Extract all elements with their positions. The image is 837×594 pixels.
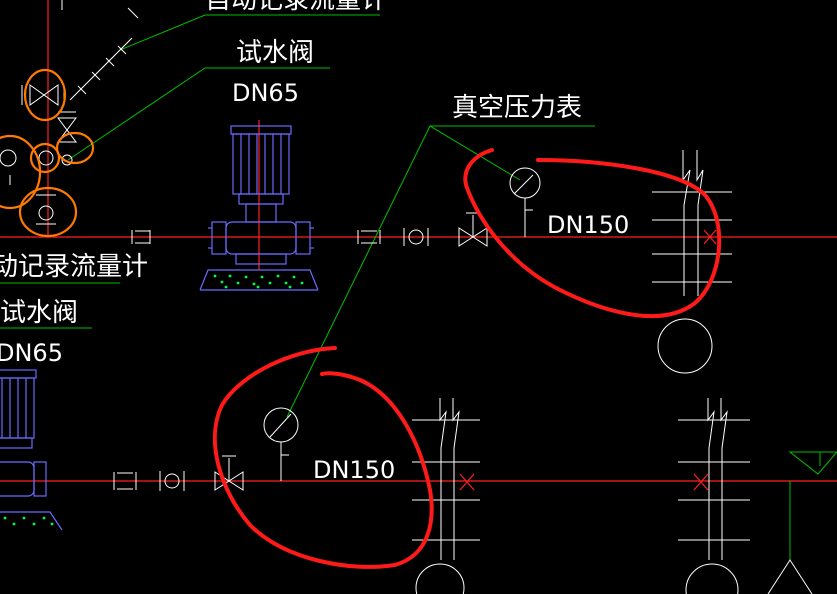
label-test-valve-left: 试水阀 bbox=[0, 298, 78, 328]
small-gauge-icon bbox=[61, 154, 73, 166]
label-dn150-right: DN150 bbox=[547, 211, 629, 239]
tank-circle-icon bbox=[657, 318, 713, 374]
label-test-valve-top: 试水阀 bbox=[236, 38, 314, 68]
check-valve-icon-2 bbox=[159, 471, 185, 491]
drain-icon bbox=[38, 205, 54, 221]
orange-markup-4 bbox=[0, 134, 42, 210]
label-dn65-top: DN65 bbox=[232, 79, 299, 107]
text-labels: 自动记录流量计 试水阀 DN65 真空压力表 DN150 动记录流量计 试水阀 … bbox=[0, 0, 629, 484]
gauge-mid-icon bbox=[38, 150, 54, 166]
wall-penetration-upper bbox=[652, 150, 732, 374]
pressure-gauge-icon-2 bbox=[263, 407, 299, 481]
lower-fittings bbox=[113, 407, 299, 491]
leader-test-valve-top bbox=[67, 67, 330, 161]
orange-markups bbox=[0, 68, 95, 238]
wall-penetration-lower-2 bbox=[678, 398, 750, 594]
leader-flowmeter-top bbox=[119, 14, 380, 51]
orange-markup-3 bbox=[29, 142, 61, 174]
check-valve-icon bbox=[403, 228, 429, 246]
flexible-joint-icon-3 bbox=[113, 472, 137, 490]
leader-lines bbox=[0, 14, 791, 560]
red-markup-lower bbox=[212, 346, 434, 569]
label-flowmeter-left: 动记录流量计 bbox=[0, 252, 148, 282]
orange-markup-2 bbox=[55, 131, 95, 165]
orange-markup-1 bbox=[23, 68, 67, 122]
pressure-gauge-icon bbox=[509, 167, 541, 237]
upper-fittings bbox=[131, 167, 541, 247]
pump-icon-left bbox=[0, 369, 63, 531]
flexible-joint-icon bbox=[131, 230, 151, 244]
gate-valve-icon-2 bbox=[214, 455, 244, 491]
gauge-left-icon bbox=[0, 149, 17, 167]
leader-vacuum-gauge-right bbox=[429, 125, 521, 181]
label-dn65-left: DN65 bbox=[0, 339, 63, 367]
valve-cluster-top-left bbox=[0, 0, 139, 225]
pump-icon bbox=[199, 125, 319, 291]
butterfly-valve-icon bbox=[21, 84, 65, 106]
label-top-flowmeter: 自动记录流量计 bbox=[205, 0, 387, 15]
pump-foundation-dots bbox=[213, 274, 304, 289]
orange-markup-5 bbox=[18, 186, 78, 238]
label-vacuum-gauge: 真空压力表 bbox=[452, 93, 582, 123]
wall-penetration-lower-1 bbox=[412, 398, 480, 594]
flexible-joint-icon-2 bbox=[357, 230, 381, 244]
red-markups bbox=[212, 148, 722, 569]
water-tank-icon bbox=[767, 451, 837, 594]
label-dn150-bottom: DN150 bbox=[313, 456, 395, 484]
pipe-lines bbox=[0, 0, 837, 482]
flowmeter-diagonal-pipe bbox=[69, 37, 133, 101]
red-markup-upper bbox=[463, 148, 722, 318]
